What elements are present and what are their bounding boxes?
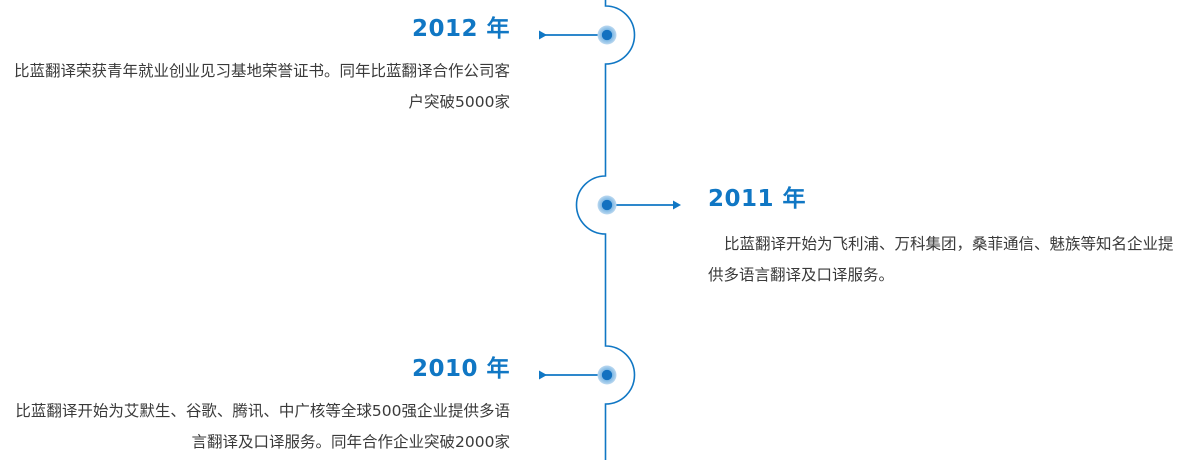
entry-description-2010: 比蓝翻译开始为艾默生、谷歌、腾讯、中广核等全球500强企业提供多语言翻译及口译服… xyxy=(15,402,510,451)
node-dot-2012[interactable] xyxy=(597,25,617,45)
node-dot-2010[interactable] xyxy=(597,365,617,385)
entry-description-2012: 比蓝翻译荣获青年就业创业见习基地荣誉证书。同年比蓝翻译合作公司客户突破5000家 xyxy=(13,62,510,111)
timeline-entry-2011: 2011 年 比蓝翻译开始为飞利浦、万科集团，桑菲通信、魅族等知名企业提供多语言… xyxy=(708,188,1188,291)
timeline-entry-2010: 2010 年 比蓝翻译开始为艾默生、谷歌、腾讯、中广核等全球500强企业提供多语… xyxy=(10,358,510,458)
timeline-nodes xyxy=(597,25,617,385)
timeline-spine xyxy=(575,0,636,460)
year-label-2011: 2011 年 xyxy=(708,186,807,212)
year-label-2012: 2012 年 xyxy=(411,16,510,42)
entry-description-2011: 比蓝翻译开始为飞利浦、万科集团，桑菲通信、魅族等知名企业提供多语言翻译及口译服务… xyxy=(708,235,1174,284)
year-label-2010: 2010 年 xyxy=(411,356,510,382)
node-dot-2011[interactable] xyxy=(597,195,617,215)
spine-segment-bottom xyxy=(604,344,636,460)
spine-segment-middle xyxy=(575,172,607,344)
timeline-entry-2012: 2012 年 比蓝翻译荣获青年就业创业见习基地荣誉证书。同年比蓝翻译合作公司客户… xyxy=(10,18,510,118)
spine-segment-top xyxy=(604,0,636,172)
